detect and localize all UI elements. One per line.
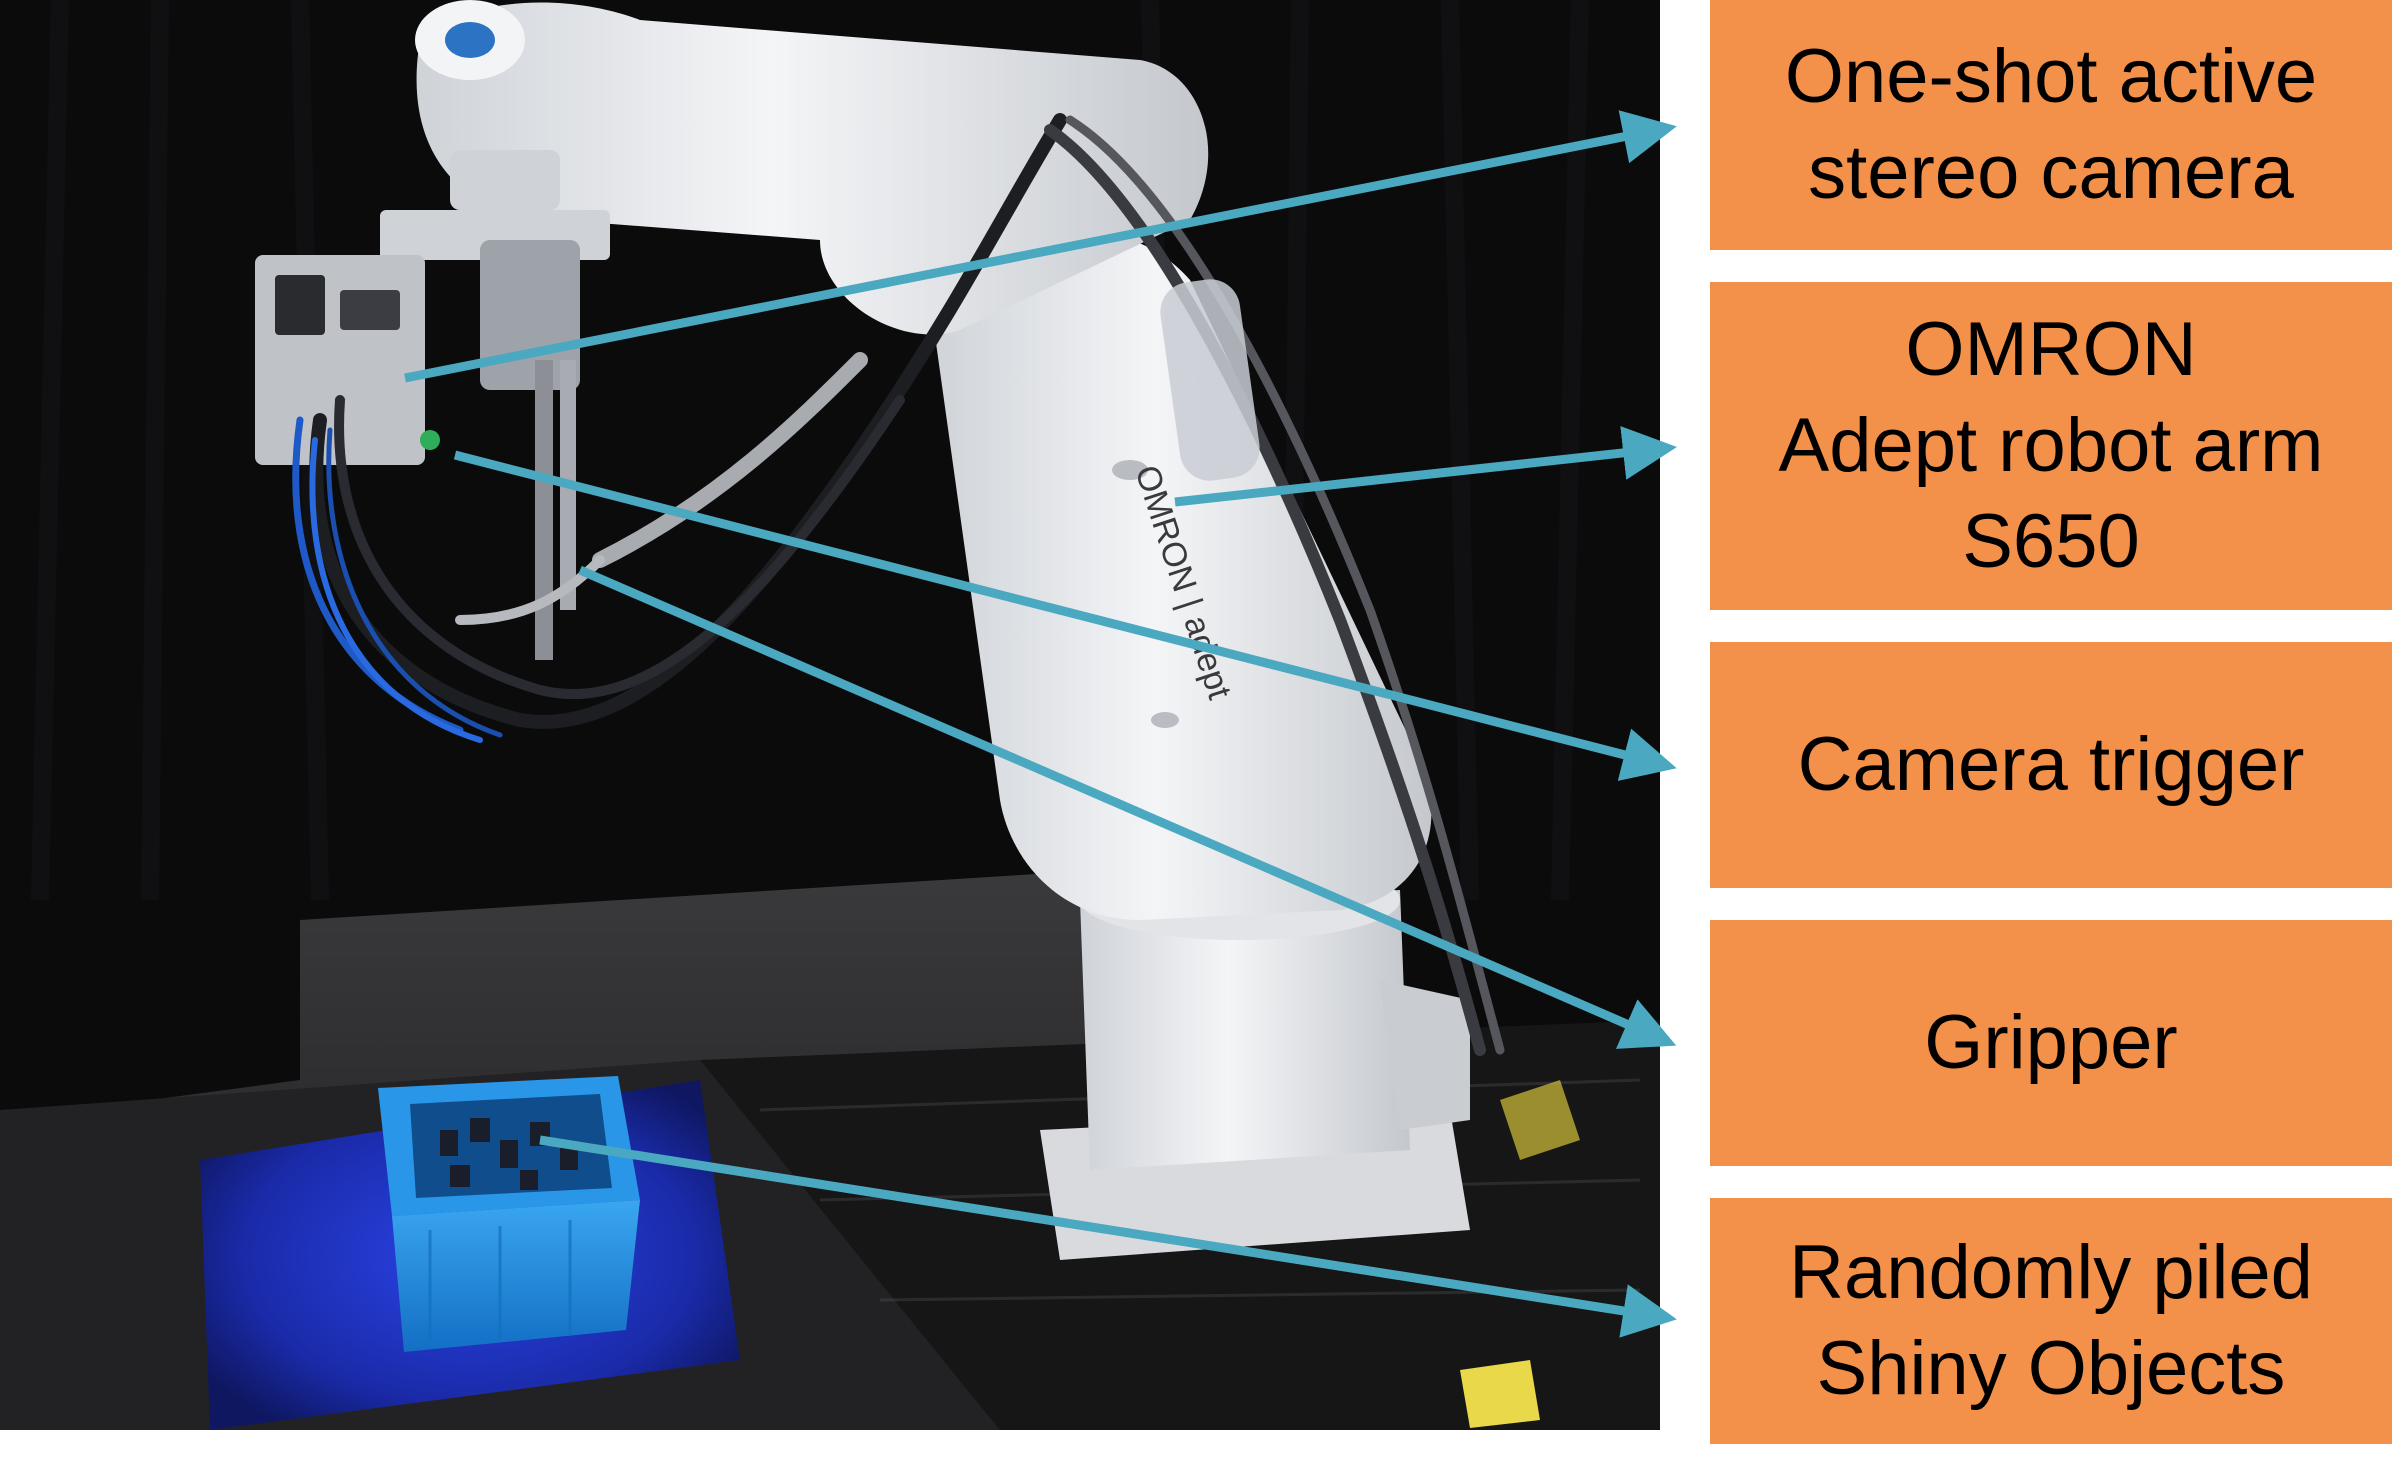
gripper-finger xyxy=(535,360,553,660)
fiducial-marker xyxy=(1460,1360,1540,1428)
blue-bin xyxy=(378,1076,640,1352)
robot-setup-photo: OMRON | adept xyxy=(0,0,1660,1430)
label-stereo-camera: One-shot active stereo camera xyxy=(1710,0,2392,250)
label-shiny-objects-text: Randomly piled Shiny Objects xyxy=(1789,1230,2313,1411)
label-shiny-objects: Randomly piled Shiny Objects xyxy=(1710,1198,2392,1444)
label-robot-arm: OMRON Adept robot arm S650 xyxy=(1710,282,2392,610)
label-gripper: Gripper xyxy=(1710,920,2392,1166)
label-gripper-text: Gripper xyxy=(1924,1000,2178,1085)
label-camera-trigger-text: Camera trigger xyxy=(1797,722,2305,807)
label-stereo-camera-text: One-shot active stereo camera xyxy=(1784,34,2318,215)
photo-scene: OMRON | adept xyxy=(0,0,1660,1430)
label-camera-trigger: Camera trigger xyxy=(1710,642,2392,888)
label-robot-arm-text: OMRON Adept robot arm S650 xyxy=(1778,307,2324,584)
